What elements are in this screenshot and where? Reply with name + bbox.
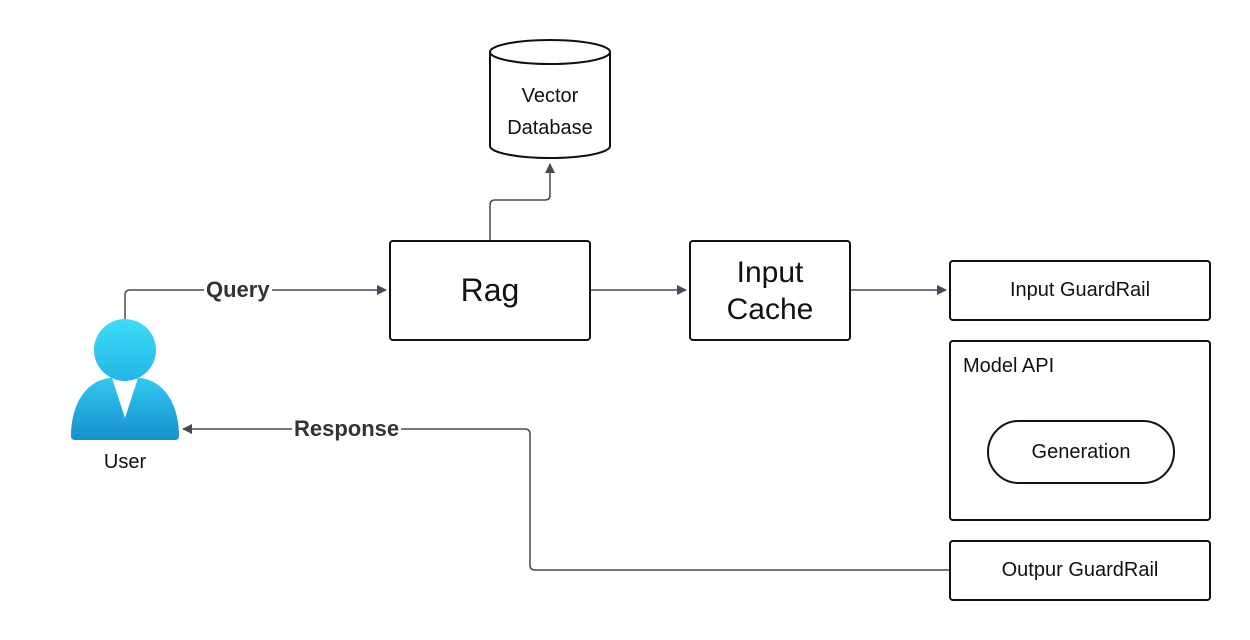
model-api-title: Model API: [963, 355, 1055, 377]
input-guardrail-node[interactable]: Input GuardRail: [949, 260, 1211, 321]
model-api-node[interactable]: Model API Generation: [949, 340, 1211, 521]
rag-to-vector-db-arrow: [489, 163, 555, 240]
vector-database-line2: Database: [507, 117, 593, 139]
output-guardrail-node[interactable]: Outpur GuardRail: [949, 540, 1211, 601]
input-cache-line2: Cache: [726, 292, 814, 326]
input-guardrail-label: Input GuardRail: [1009, 279, 1151, 301]
generation-node[interactable]: Generation: [987, 420, 1175, 484]
user-label: User: [103, 451, 147, 473]
rag-node[interactable]: Rag: [389, 240, 591, 341]
response-arrow: [182, 424, 950, 571]
rag-label: Rag: [460, 272, 520, 308]
user-icon: [71, 319, 179, 440]
vector-database-label: Vector Database: [490, 80, 610, 144]
generation-label: Generation: [1031, 440, 1131, 463]
vector-database-line1: Vector: [521, 85, 579, 107]
query-arrow: [124, 285, 387, 322]
input-cache-line1: Input: [736, 255, 804, 289]
output-guardrail-label: Outpur GuardRail: [1001, 559, 1159, 581]
query-edge-label: Query: [204, 277, 272, 303]
vector-database-cylinder: [489, 39, 611, 159]
input-cache-node[interactable]: Input Cache: [689, 240, 851, 341]
response-edge-label: Response: [292, 416, 402, 442]
